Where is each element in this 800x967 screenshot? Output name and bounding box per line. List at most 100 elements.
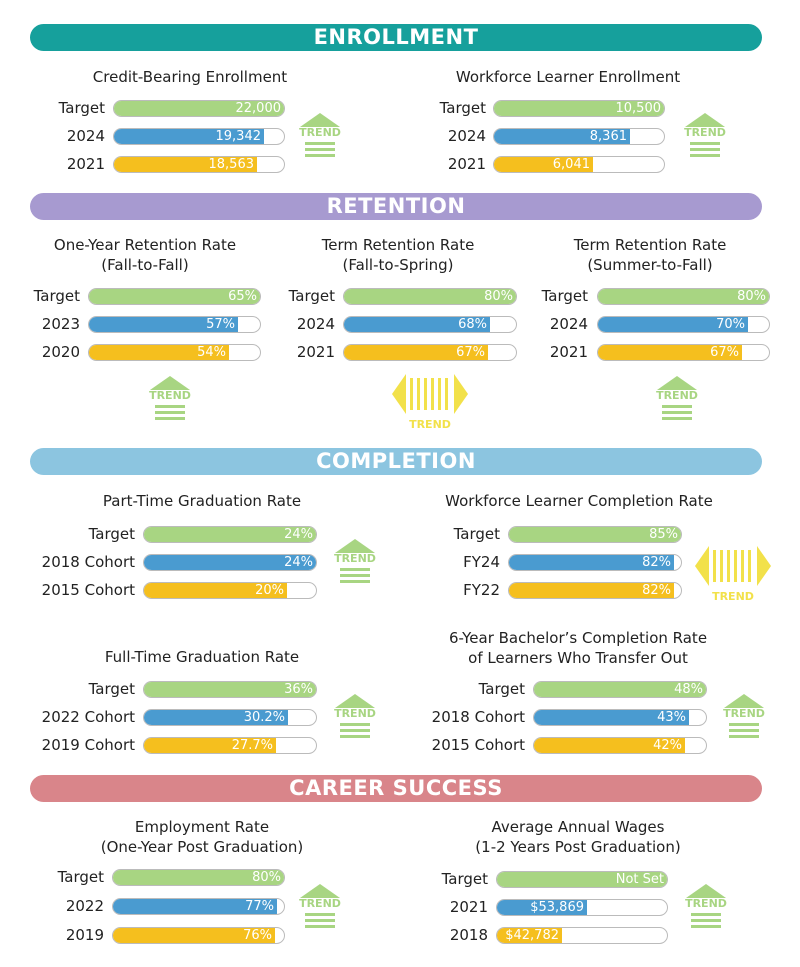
bar-value-label: 8,361 bbox=[589, 129, 627, 144]
bar-value-label: 36% bbox=[284, 682, 313, 697]
bar-fill bbox=[144, 555, 316, 570]
bar-fill bbox=[497, 872, 667, 887]
row-label: 2022 bbox=[65, 897, 104, 915]
trend-line bbox=[305, 919, 335, 922]
bar-baseline: 6,041 bbox=[493, 156, 665, 173]
trend-line bbox=[691, 925, 721, 928]
row-label: Target bbox=[88, 680, 135, 698]
trend-stripe bbox=[727, 550, 730, 582]
bar-value-label: 30.2% bbox=[243, 710, 285, 725]
bar-fill bbox=[494, 101, 664, 116]
trend-line bbox=[690, 148, 720, 151]
row-label: 2019 bbox=[65, 926, 104, 944]
bar-value-label: 43% bbox=[657, 710, 686, 725]
bar-value-label: $53,869 bbox=[530, 900, 584, 915]
trend-up-icon: TREND bbox=[652, 376, 702, 420]
bar-value-label: 76% bbox=[243, 928, 272, 943]
bar-value-label: 22,000 bbox=[235, 101, 282, 116]
trend-line bbox=[690, 154, 720, 157]
arrow-up-shape bbox=[300, 113, 340, 127]
trend-line bbox=[340, 580, 370, 583]
bar-fill bbox=[144, 527, 316, 542]
arrow-left-shape bbox=[392, 374, 406, 414]
arrow-up-shape bbox=[724, 694, 764, 708]
trend-label: TREND bbox=[334, 707, 376, 720]
trend-stripe bbox=[720, 550, 723, 582]
bar-target: 24% bbox=[143, 526, 317, 543]
arrow-left-shape bbox=[695, 546, 709, 586]
chart-title: One-Year Retention Rate bbox=[53, 236, 237, 254]
trend-stripe bbox=[713, 550, 716, 582]
row-label: Target bbox=[478, 680, 525, 698]
bar-target: Not Set bbox=[496, 871, 668, 888]
bar-baseline: 20% bbox=[143, 582, 317, 599]
bar-value-label: 24% bbox=[284, 555, 313, 570]
chart-title: 6-Year Bachelor’s Completion Rate bbox=[448, 629, 708, 647]
trend-line bbox=[691, 919, 721, 922]
row-label: Target bbox=[88, 525, 135, 543]
bar-fill bbox=[534, 738, 685, 753]
arrow-up-shape bbox=[685, 113, 725, 127]
bar-fill bbox=[598, 345, 742, 360]
bar-current: 70% bbox=[597, 316, 770, 333]
chart-title: Full-Time Graduation Rate bbox=[104, 648, 300, 666]
trend-line bbox=[305, 154, 335, 157]
bar-value-label: 82% bbox=[642, 583, 671, 598]
bar-current: 8,361 bbox=[493, 128, 665, 145]
bar-value-label: 67% bbox=[710, 345, 739, 360]
chart-title: Average Annual Wages bbox=[491, 818, 665, 836]
trend-line bbox=[305, 925, 335, 928]
row-label: 2024 bbox=[447, 127, 486, 145]
trend-up-icon: TREND bbox=[295, 884, 345, 928]
trend-up-icon: TREND bbox=[330, 539, 380, 583]
row-label: Target bbox=[453, 525, 500, 543]
section-header-retention: RETENTION bbox=[30, 193, 762, 220]
bar-value-label: 70% bbox=[716, 317, 745, 332]
arrow-up-shape bbox=[686, 884, 726, 898]
row-label: 2021 bbox=[449, 898, 488, 916]
bar-fill bbox=[509, 583, 674, 598]
trend-stripe bbox=[445, 378, 448, 410]
bar-fill bbox=[144, 583, 287, 598]
row-label: 2024 bbox=[296, 315, 335, 333]
bar-value-label: 65% bbox=[228, 289, 257, 304]
trend-label: TREND bbox=[334, 552, 376, 565]
bar-current: 19,342 bbox=[113, 128, 285, 145]
row-label: Target bbox=[541, 287, 588, 305]
bar-value-label: 80% bbox=[484, 289, 513, 304]
bar-fill bbox=[113, 928, 275, 943]
row-label: Target bbox=[288, 287, 335, 305]
bar-current: 43% bbox=[533, 709, 707, 726]
bar-fill bbox=[144, 710, 288, 725]
bar-fill bbox=[113, 870, 284, 885]
trend-line bbox=[155, 417, 185, 420]
trend-line bbox=[340, 568, 370, 571]
bar-current: 24% bbox=[143, 554, 317, 571]
trend-line bbox=[690, 142, 720, 145]
chart-title: Credit-Bearing Enrollment bbox=[92, 68, 288, 86]
chart-title: (Fall-to-Fall) bbox=[101, 256, 189, 274]
chart-title: Workforce Learner Enrollment bbox=[455, 68, 681, 86]
bar-fill bbox=[497, 928, 562, 943]
chart-title: Term Retention Rate bbox=[321, 236, 475, 254]
trend-line bbox=[662, 417, 692, 420]
bar-fill bbox=[598, 289, 769, 304]
chart-title: Term Retention Rate bbox=[573, 236, 727, 254]
bar-current: 57% bbox=[88, 316, 261, 333]
bar-target: 80% bbox=[597, 288, 770, 305]
chart-title: Part-Time Graduation Rate bbox=[102, 492, 302, 510]
bar-target: 85% bbox=[508, 526, 682, 543]
bar-target: 80% bbox=[112, 869, 285, 886]
row-label: Target bbox=[57, 868, 104, 886]
trend-label: TREND bbox=[684, 126, 726, 139]
chart-title: (Fall-to-Spring) bbox=[342, 256, 454, 274]
row-label: Target bbox=[439, 99, 486, 117]
arrow-right-shape bbox=[757, 546, 771, 586]
bar-fill bbox=[534, 710, 689, 725]
bar-value-label: 6,041 bbox=[552, 157, 590, 172]
trend-line bbox=[305, 913, 335, 916]
row-label: 2024 bbox=[549, 315, 588, 333]
row-label: 2022 Cohort bbox=[41, 708, 135, 726]
bar-value-label: 18,563 bbox=[208, 157, 255, 172]
bar-baseline: 18,563 bbox=[113, 156, 285, 173]
